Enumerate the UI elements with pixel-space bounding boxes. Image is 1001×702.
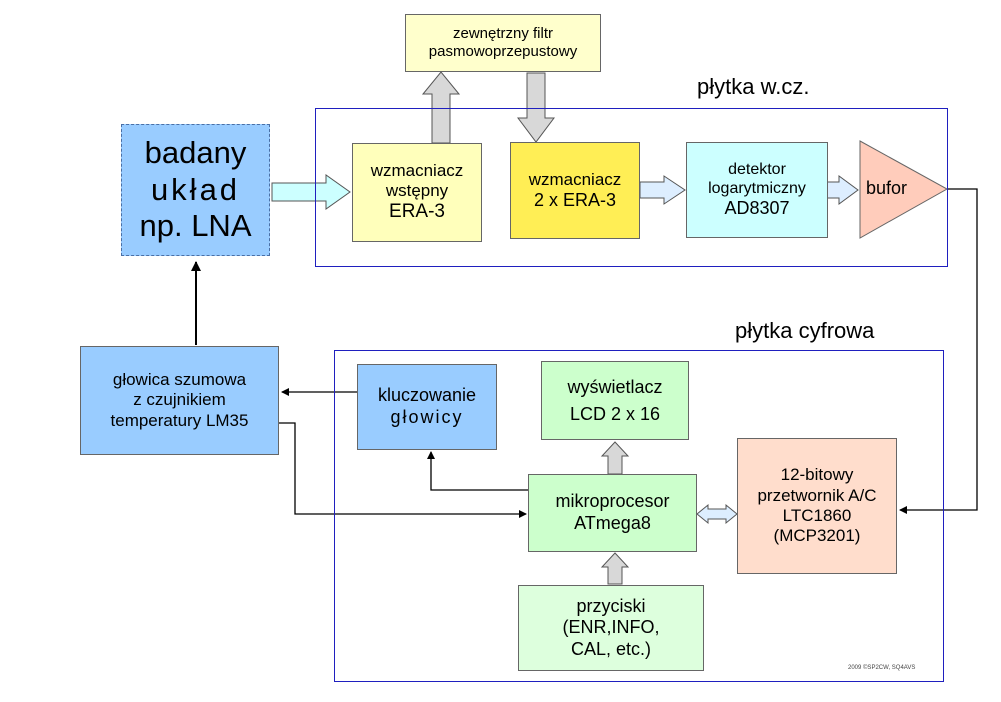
adc-line-4: (MCP3201) [773,526,861,546]
noise-head-line-3: temperatury LM35 [110,410,249,430]
buffer-label: bufor [866,178,908,198]
filter-line-1: zewnętrzny filtr [452,25,554,42]
detector-block: detektor logarytmiczny AD8307 [686,142,828,238]
dut-block: badany układ np. LNA [121,124,270,256]
detector-line-1: detektor [728,161,786,179]
noise-head-line-2: z czujnikiem [133,390,226,410]
rf-board-label: płytka w.cz. [697,74,810,99]
mcu-line-2: ATmega8 [574,513,651,533]
digital-board-frame [334,350,944,682]
amp2-line-2: 2 x ERA-3 [533,189,617,210]
detector-line-3: AD8307 [724,198,790,219]
rf-board-frame [315,108,948,267]
preamp-line-2: wstępny [385,181,449,201]
lcd-display-block: wyświetlacz LCD 2 x 16 [541,361,689,440]
amp2-to-detector-arrow [639,175,686,205]
buttons-line-3: CAL, etc.) [570,638,652,659]
adc-block: 12-bitowy przetwornik A/C LTC1860 (MCP32… [737,438,897,574]
dut-to-preamp-arrow [271,174,351,210]
switching-line-1: kluczowanie [377,385,477,406]
detector-to-buffer-arrow [826,175,859,205]
buffer-triangle [859,140,949,239]
copyright-note: 2009 ©SP2CW, SQ4AVS [848,665,916,671]
external-filter-block: zewnętrzny filtr pasmowoprzepustowy [405,14,601,72]
dut-line-1: badany [144,135,247,171]
dut-line-3: np. LNA [139,208,252,244]
mcu-to-switching-wire [427,451,528,491]
digital-board-label: płytka cyfrowa [735,318,875,343]
buttons-line-1: przyciski [576,595,646,616]
noise-head-block: głowica szumowa z czujnikiem temperatury… [80,346,279,455]
adc-line-1: 12-bitowy [780,465,854,485]
dut-line-2: układ [150,171,241,207]
lm35-to-mcu-wire [279,422,527,518]
mcu-line-1: mikroprocesor [555,491,670,512]
buttons-line-2: (ENR,INFO, [562,617,660,638]
preamp-to-filter-arrow [421,71,461,144]
filter-to-amp2-arrow [517,72,555,143]
adc-line-2: przetwornik A/C [757,485,877,505]
amp2-block: wzmacniacz 2 x ERA-3 [510,142,640,239]
amp2-line-1: wzmacniacz [528,169,622,189]
buttons-to-mcu-arrow [600,552,630,585]
head-switching-block: kluczowanie głowicy [357,364,497,450]
preamp-block: wzmacniacz wstępny ERA-3 [352,143,482,242]
filter-line-2: pasmowoprzepustowy [428,43,578,60]
preamp-line-1: wzmacniacz [370,160,464,180]
switching-line-2: głowicy [390,407,464,427]
display-line-2: LCD 2 x 16 [569,403,661,424]
detector-line-2: logarytmiczny [708,180,806,198]
buttons-block: przyciski (ENR,INFO, CAL, etc.) [518,585,704,671]
microcontroller-block: mikroprocesor ATmega8 [528,474,697,552]
buffer-to-adc-wire [899,188,978,514]
display-line-1: wyświetlacz [567,376,663,397]
preamp-line-3: ERA-3 [389,201,445,223]
mcu-to-display-arrow [600,441,630,475]
adc-line-3: LTC1860 [782,506,852,525]
noise-head-line-1: głowica szumowa [112,369,247,389]
